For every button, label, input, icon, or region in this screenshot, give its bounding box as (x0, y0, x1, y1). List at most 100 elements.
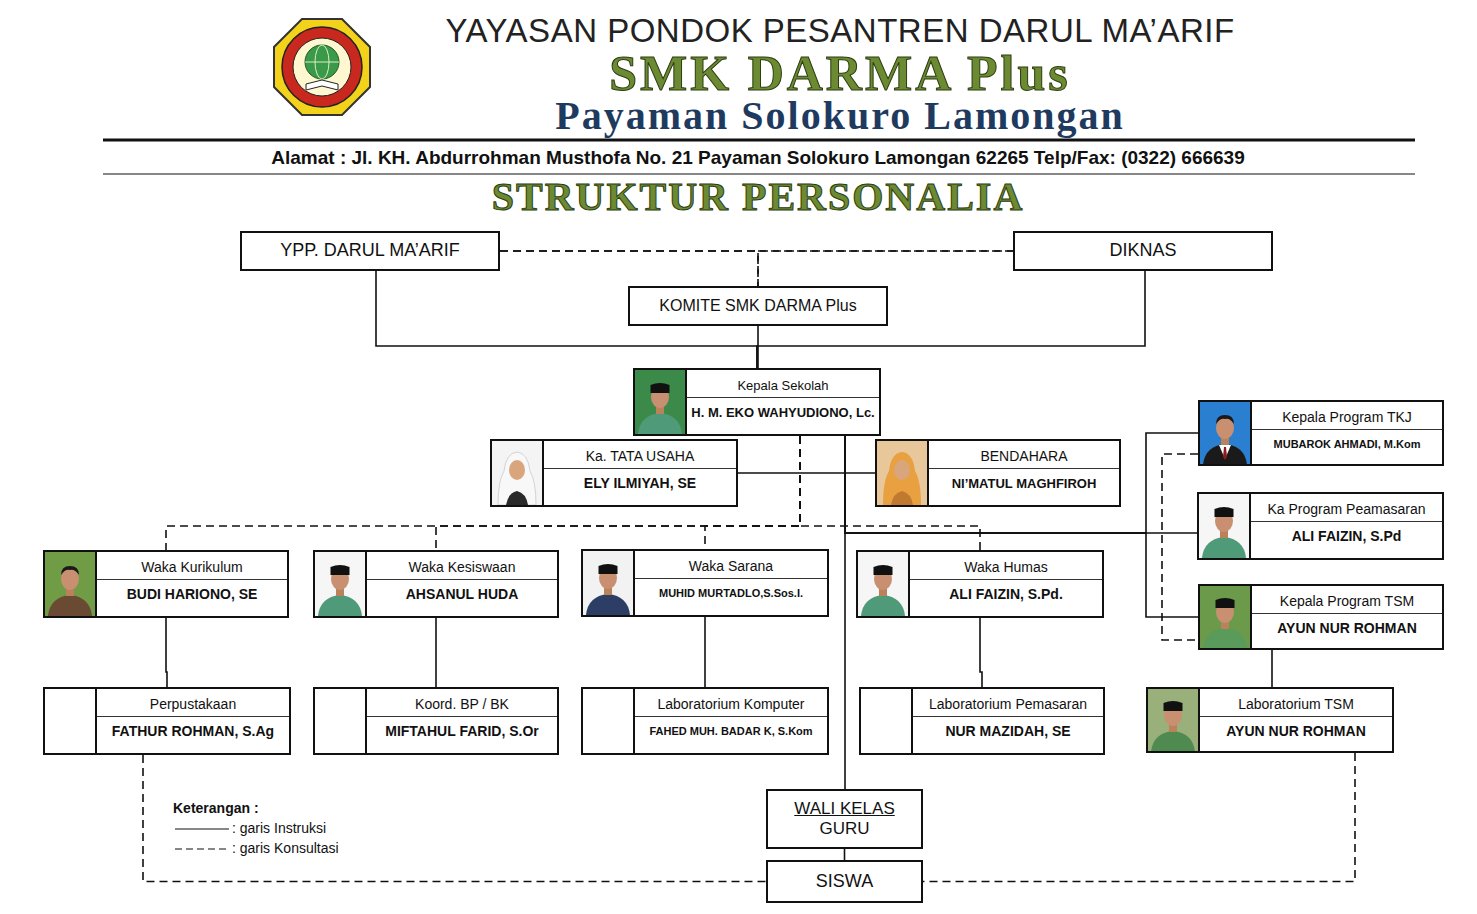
legend-heading: Keterangan : (173, 799, 259, 817)
consultation-line (500, 250, 1013, 252)
photo-frame (1200, 586, 1252, 648)
org-box: KOMITE SMK DARMA Plus (628, 286, 888, 326)
logo-inner (293, 38, 351, 96)
person-box: PerpustakaanFATHUR ROHMAN, S.Ag (43, 687, 291, 755)
person-name: AHSANUL HUDA (367, 580, 557, 607)
photo-blank (45, 689, 95, 753)
photo-background (45, 552, 95, 616)
photo-frame (315, 552, 367, 616)
position-title: BENDAHARA (929, 441, 1119, 469)
photo-background (1200, 586, 1250, 648)
instruction-line (757, 326, 759, 368)
photo-shirt-collar (1219, 445, 1231, 459)
person-box: Ka Program PeamasaranALI FAIZIN, S.Pd (1197, 492, 1444, 560)
person-name: NI’MATUL MAGHFIROH (929, 469, 1119, 496)
position-title: Laboratorium Pemasaran (913, 689, 1103, 717)
person-name: MUBAROK AHMADI, M.Kom (1252, 430, 1442, 457)
person-box: Waka SaranaMUHID MURTADLO,S.Sos.I. (581, 549, 829, 617)
person-name: MUHID MURTADLO,S.Sos.I. (635, 579, 827, 606)
person-photo (635, 370, 685, 434)
person-box: Kepala SekolahH. M. EKO WAHYUDIONO, Lc. (633, 368, 881, 436)
position-title: Kepala Program TKJ (1252, 402, 1442, 430)
legend-item: : garis Instruksi (232, 819, 326, 837)
photo-hair (61, 566, 79, 575)
person-box: Laboratorium KomputerFAHED MUH. BADAR K,… (581, 687, 829, 755)
photo-cap (1215, 507, 1234, 517)
photo-background (1148, 689, 1198, 751)
position-title: Kepala Program TSM (1252, 586, 1442, 614)
logo-octagon (274, 19, 370, 115)
person-name: AYUN NUR ROHMAN (1252, 614, 1442, 641)
empty-photo (861, 689, 911, 753)
photo-background (858, 552, 908, 616)
consultation-line (923, 753, 1355, 882)
empty-photo (45, 689, 95, 753)
logo-book (306, 80, 338, 90)
photo-body (586, 594, 630, 615)
photo-cap (874, 565, 893, 575)
photo-body (1151, 731, 1195, 751)
photo-frame (861, 689, 913, 753)
person-photo (1200, 402, 1250, 464)
consultation-line (500, 251, 758, 286)
person-photo (45, 552, 95, 616)
photo-frame (492, 441, 544, 505)
photo-frame (858, 552, 910, 616)
person-photo (877, 441, 927, 505)
photo-frame (583, 689, 635, 753)
box-text: GURU (819, 819, 869, 839)
position-title: Laboratorium Komputer (635, 689, 827, 717)
org-box: WALI KELASGURU (766, 789, 923, 849)
instruction-line (166, 618, 167, 687)
person-photo (1199, 494, 1249, 558)
person-name: ALI FAIZIN, S.Pd (1251, 522, 1442, 549)
consultation-line (143, 755, 766, 882)
org-box: DIKNAS (1013, 231, 1273, 271)
box-text: YPP. DARUL MA’ARIF (280, 240, 460, 262)
photo-background (635, 370, 685, 434)
photo-cap (1164, 701, 1183, 711)
photo-body (638, 413, 682, 434)
photo-blank (315, 689, 365, 753)
photo-blank (861, 689, 911, 753)
photo-face (894, 460, 910, 480)
position-title: Waka Kesiswaan (367, 552, 557, 580)
logo-ring (282, 27, 362, 107)
header-rule (103, 139, 1415, 142)
position-title: Ka Program Peamasaran (1251, 494, 1442, 522)
person-box: Ka. TATA USAHAELY ILMIYAH, SE (490, 439, 738, 507)
instruction-line (845, 436, 875, 473)
person-box: Waka KurikulumBUDI HARIONO, SE (43, 550, 289, 618)
person-name: ALI FAIZIN, S.Pd. (910, 580, 1102, 607)
photo-cap (331, 565, 350, 575)
photo-hijab (498, 452, 536, 505)
photo-frame (315, 689, 367, 753)
school-location: Payaman Solokuro Lamongan (240, 94, 1440, 138)
logo-globe-line (305, 62, 339, 63)
photo-body (506, 491, 528, 505)
legend-text: : garis Instruksi (232, 820, 326, 836)
photo-frame (45, 552, 97, 616)
person-name: NUR MAZIDAH, SE (913, 717, 1103, 744)
photo-face (509, 460, 525, 480)
photo-background (315, 552, 365, 616)
person-name: BUDI HARIONO, SE (97, 580, 287, 607)
photo-frame (635, 370, 687, 434)
instruction-line (980, 618, 982, 687)
address-line: Alamat : Jl. KH. Abdurrohman Musthofa No… (108, 146, 1408, 169)
empty-photo (583, 689, 633, 753)
instruction-line (704, 617, 706, 687)
position-title: Kepala Sekolah (687, 370, 879, 398)
photo-body (318, 595, 362, 616)
person-photo (1200, 586, 1250, 648)
photo-frame (1200, 402, 1252, 464)
person-name: H. M. EKO WAHYUDIONO, Lc. (687, 398, 879, 425)
photo-body (891, 491, 913, 505)
org-box: YPP. DARUL MA’ARIF (240, 231, 500, 271)
logo-globe (305, 45, 339, 79)
person-name: FAHED MUH. BADAR K, S.Kom (635, 717, 827, 744)
box-text: DIKNAS (1109, 240, 1176, 262)
legend-item: : garis Konsultasi (232, 839, 339, 857)
person-box: BENDAHARANI’MATUL MAGHFIROH (875, 439, 1121, 507)
person-name: FATHUR ROHMAN, S.Ag (97, 717, 289, 744)
